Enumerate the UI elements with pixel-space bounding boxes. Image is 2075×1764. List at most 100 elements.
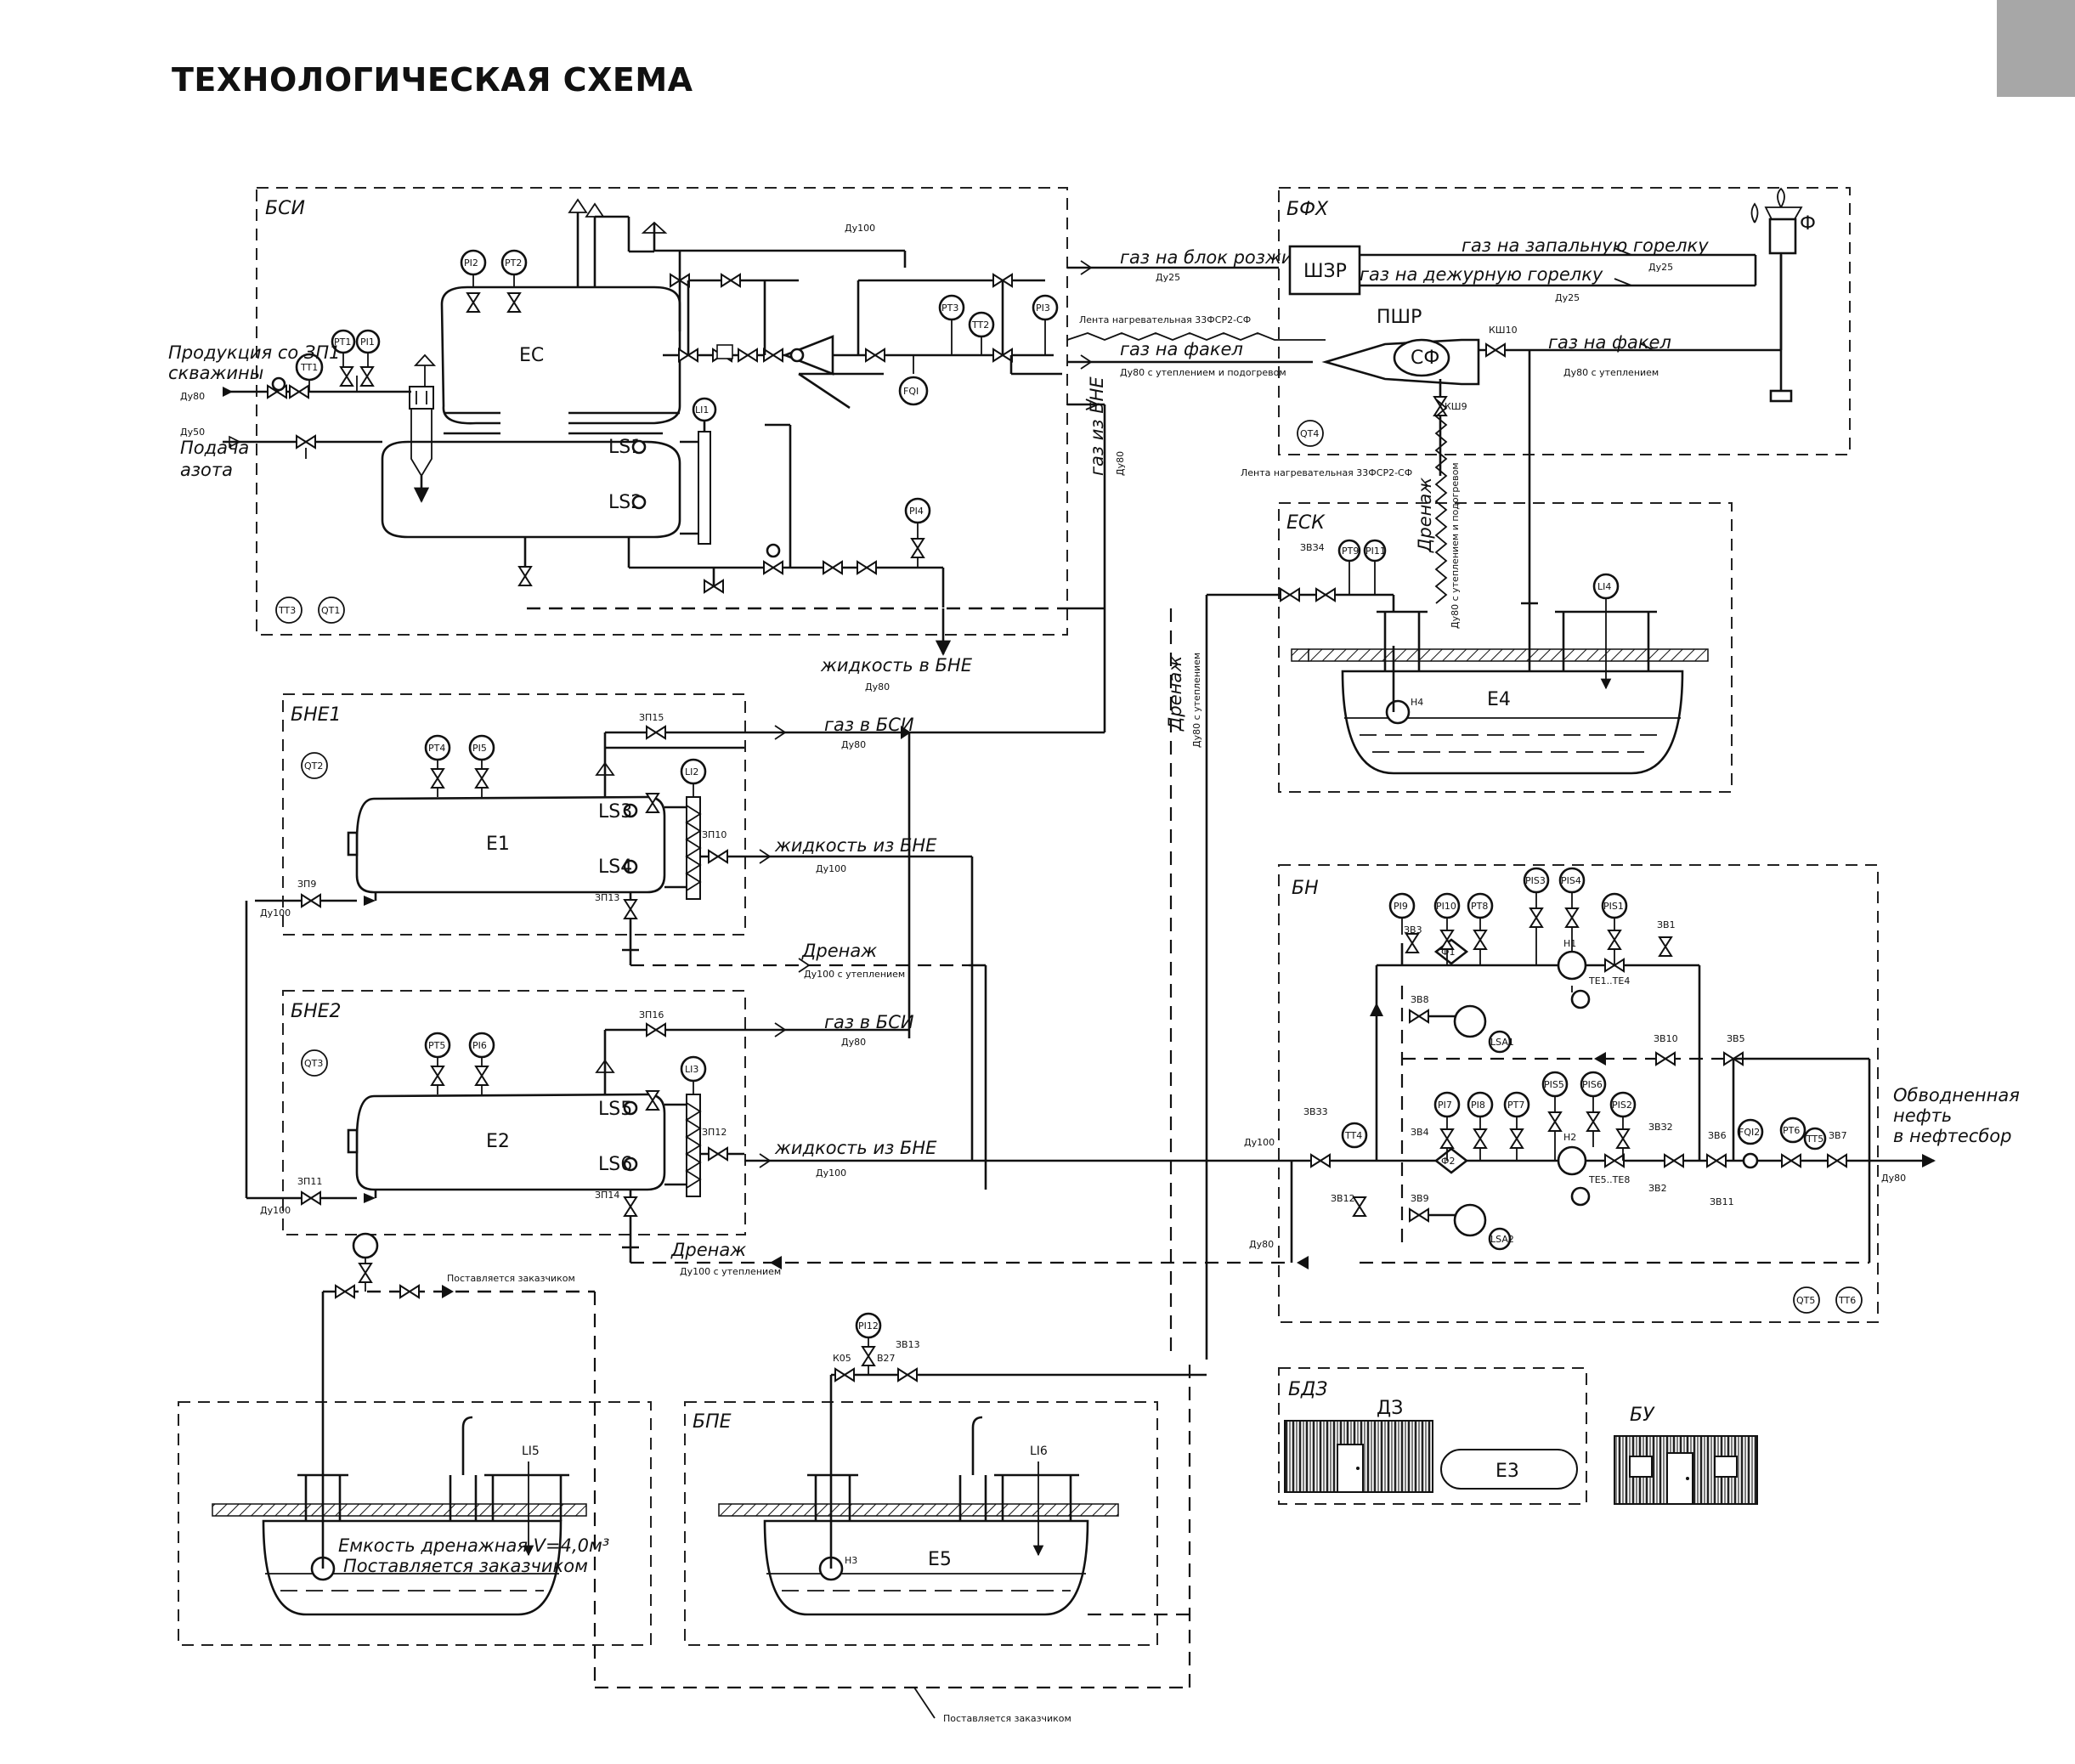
output-2: нефть [1893, 1105, 1952, 1126]
k05-label: К05 [833, 1353, 851, 1364]
h4-label: Н4 [1411, 697, 1423, 708]
f-label: Ф [1800, 213, 1816, 235]
vessel-e2 [347, 1055, 707, 1197]
liquid-from-bne-2: жидкость из БНЕ [774, 1138, 937, 1158]
zv12-label: ЗВ12 [1331, 1193, 1355, 1204]
e1-instruments [255, 726, 744, 965]
drain-tank-label: Емкость дренажная V=4,0м³ [338, 1535, 609, 1556]
block-bne2 [282, 990, 746, 1235]
fqi2-label: FQI2 [1739, 1127, 1760, 1138]
zp13-label: ЗП13 [595, 892, 619, 903]
li6-label: LI6 [1030, 1445, 1048, 1458]
vessel-e1 [347, 758, 707, 900]
nitrogen-1: Подача [180, 438, 249, 458]
bpe-tank [593, 1292, 1207, 1689]
gas-pilot-du: Ду25 [1648, 262, 1673, 273]
du100-bn-label: Ду100 [1244, 1137, 1275, 1148]
e1-label: Е1 [486, 834, 510, 855]
qt3-tag: QT3 [304, 1058, 323, 1069]
drain-2-du: Ду100 с утеплением [680, 1266, 781, 1277]
drain-tank-note: Поставляется заказчиком [343, 1556, 588, 1576]
te5-label: TE5..TE8 [1588, 1174, 1630, 1185]
output-3: в нефтесбор [1893, 1126, 2011, 1146]
block-esk [1278, 502, 1733, 793]
zp12-label: ЗП12 [702, 1127, 727, 1138]
e3-label: Е3 [1495, 1461, 1519, 1482]
pis1-label: PIS1 [1603, 901, 1624, 912]
drain-v-label: Дренаж [1415, 478, 1435, 553]
vessel-ec-label: ЕС [519, 345, 544, 366]
li2-label: LI2 [685, 766, 698, 777]
pis3-label: PIS3 [1525, 875, 1546, 886]
bn-top-instruments [1388, 867, 1628, 965]
block-drain-tank [178, 1401, 652, 1646]
pi11-label: PI11 [1365, 546, 1386, 557]
liquid-to-bne-label: жидкость в БНЕ [820, 655, 973, 676]
kshch9-label: КШ9 [1445, 401, 1467, 412]
qt2-circle [301, 752, 328, 779]
ls1-icon [631, 439, 647, 455]
gas-pilot-label: газ на запальную горелку [1462, 235, 1709, 256]
qt3-circle [301, 1049, 328, 1077]
pshr-label: ПШР [1377, 307, 1422, 328]
block-bpe-label: БПЕ [693, 1411, 732, 1433]
pi2-label: PI2 [464, 257, 478, 269]
block-bsi-label: БСИ [265, 198, 305, 219]
qt5-circle [1793, 1286, 1820, 1314]
tape2-label: Лента нагревательная 33ФСР2-СФ [1241, 467, 1412, 478]
gas-duty-du: Ду25 [1555, 292, 1580, 303]
supplied-1: Поставляется заказчиком [447, 1273, 575, 1284]
block-bn-label: БН [1292, 878, 1319, 899]
tt6-circle [1835, 1286, 1863, 1314]
liquid-from-bne-1: жидкость из БНЕ [774, 835, 937, 856]
qt1-tag: QT1 [321, 605, 340, 616]
te1-label: TE1..TE4 [1588, 975, 1630, 987]
bu-building [1614, 1435, 1758, 1505]
pt9-label: PT9 [1342, 546, 1359, 557]
v27-label: В27 [877, 1353, 896, 1364]
pi3-label: PI3 [1036, 302, 1050, 314]
corner-tab [1997, 0, 2075, 97]
drain-v2-du: Ду80 с утеплением [1191, 653, 1202, 748]
pis5-label: PIS5 [1544, 1079, 1564, 1090]
esk-tank [1224, 539, 1709, 775]
zv3-label: ЗВ3 [1404, 924, 1422, 936]
zv2-label: ЗВ2 [1648, 1183, 1667, 1194]
qt5-tag: QT5 [1796, 1295, 1815, 1306]
pi10-label: PI10 [1436, 901, 1456, 912]
zv11-label: ЗВ11 [1710, 1196, 1734, 1207]
gas-to-bsi-1: газ в БСИ [824, 715, 914, 735]
tt4-label: TT4 [1344, 1130, 1362, 1141]
zvz3-label: ЗВЗ3 [1303, 1106, 1328, 1117]
qt4-circle [1297, 420, 1324, 447]
pi12-label: PI12 [858, 1320, 879, 1331]
gas-to-bsi-2: газ в БСИ [824, 1012, 914, 1032]
zv5-label: ЗВ5 [1727, 1033, 1745, 1044]
f2-label: Ф2 [1441, 1156, 1455, 1167]
liquid-from-bne-1-du: Ду100 [816, 863, 846, 874]
gas-header [654, 249, 1062, 410]
output-1: Обводненная [1893, 1085, 2020, 1105]
pis6-label: PIS6 [1582, 1079, 1603, 1090]
h3-label: Н3 [845, 1555, 857, 1566]
shzr-label: ШЗР [1303, 261, 1347, 282]
drain-1-du: Ду100 с утеплением [804, 969, 905, 980]
bdz-building [1284, 1420, 1578, 1493]
vessel-ec [381, 286, 681, 539]
zp9-label: ЗП9 [297, 879, 316, 890]
zv1-label: ЗВ1 [1657, 919, 1676, 930]
ec-top-instruments [460, 249, 528, 313]
gas-ignition-du: Ду25 [1156, 272, 1180, 283]
pt8-label: PT8 [1471, 901, 1488, 912]
zp11-label: ЗП11 [297, 1176, 322, 1187]
gas-flare-label: газ на факел [1120, 339, 1243, 359]
sf-label: СФ [1411, 348, 1439, 369]
zv7-label: ЗВ7 [1829, 1130, 1847, 1141]
e4-label: Е4 [1487, 689, 1511, 710]
li4-label: LI4 [1597, 581, 1611, 592]
tt6-tag: TT6 [1838, 1295, 1856, 1306]
drain-v-du: Ду80 с утеплением и подогревом [1450, 462, 1461, 629]
ls4-label: LS4 [598, 857, 632, 878]
bn-bottom-instruments [1433, 1071, 1637, 1161]
kshch10-label: КШ10 [1489, 325, 1518, 336]
